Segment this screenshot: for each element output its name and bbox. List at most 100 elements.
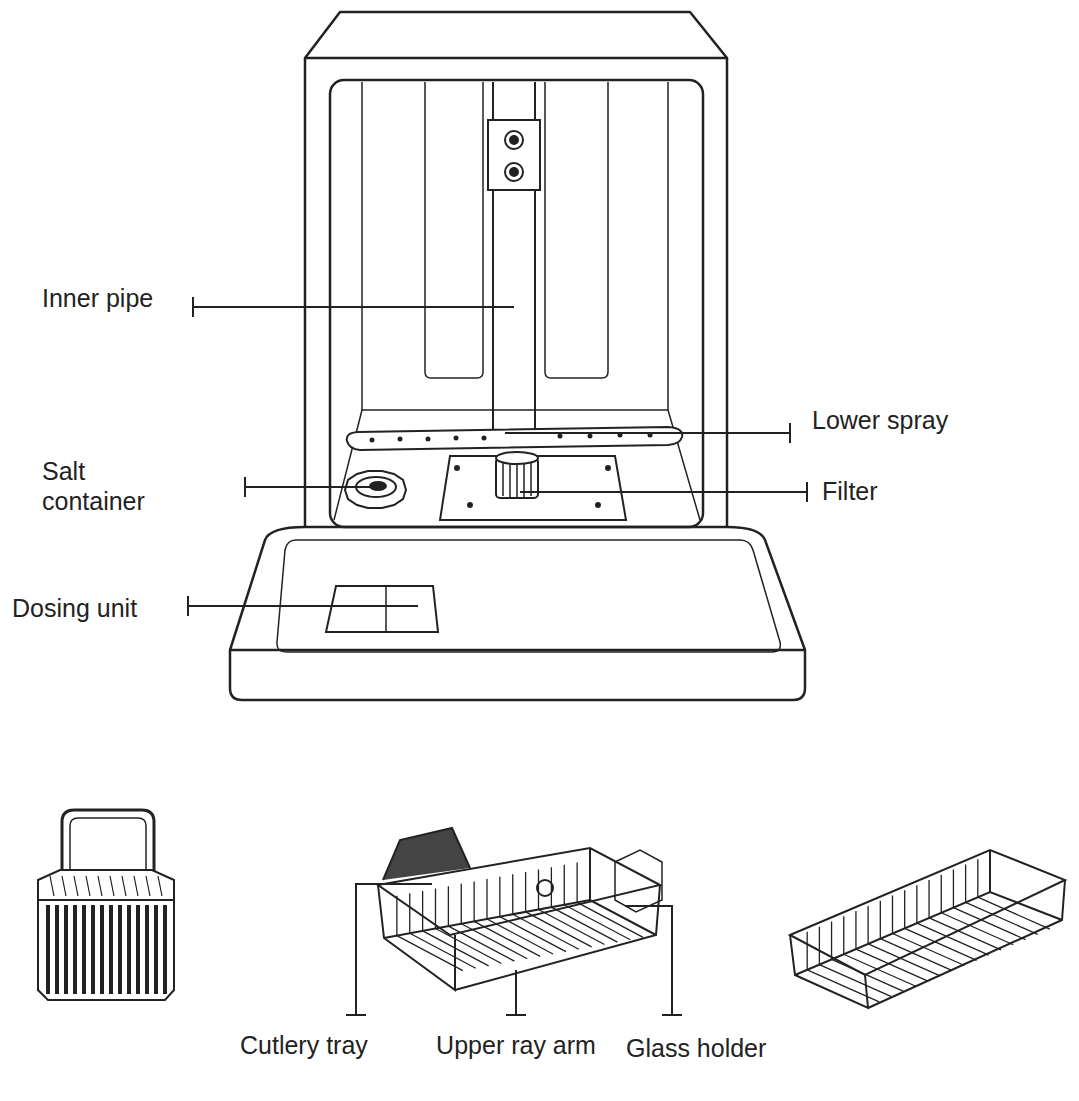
upper-basket xyxy=(383,828,470,880)
basket-grid xyxy=(98,876,102,896)
basket-slot xyxy=(82,905,86,994)
basket-wire xyxy=(461,884,527,959)
basket-slot xyxy=(109,905,113,994)
part-label: Upper ray arm xyxy=(436,1030,596,1060)
basket-wire xyxy=(978,859,1050,929)
inner-pipe xyxy=(488,120,540,190)
dishwasher-cabinet xyxy=(362,82,668,410)
basket-wire xyxy=(487,879,553,954)
dishwasher-cabinet xyxy=(305,12,727,527)
salt-container-cap xyxy=(345,471,406,508)
filter-assembly xyxy=(596,503,600,507)
part-label: Filter xyxy=(822,476,962,506)
filter-assembly xyxy=(440,456,626,520)
part-label: Glass holder xyxy=(626,1033,826,1063)
dishwasher-cabinet xyxy=(305,12,727,58)
lower-spray-arm xyxy=(426,437,431,442)
part-label: Cutlery tray xyxy=(240,1030,430,1060)
basket-grid xyxy=(50,876,54,896)
basket-wire xyxy=(513,874,579,949)
upper-basket xyxy=(537,880,553,896)
basket-slot xyxy=(91,905,95,994)
basket-wire xyxy=(526,872,592,947)
basket-grid xyxy=(74,876,78,896)
basket-slot xyxy=(127,905,131,994)
basket-wire xyxy=(397,896,463,971)
basket-grid xyxy=(86,876,90,896)
lower-basket xyxy=(795,850,1062,975)
dishwasher-door xyxy=(230,527,805,700)
inner-pipe xyxy=(510,136,518,144)
basket-wire xyxy=(436,889,502,964)
dishwasher-cabinet xyxy=(545,82,608,378)
salt-container-cap xyxy=(345,471,406,508)
basket-grid xyxy=(146,876,150,896)
inner-pipe xyxy=(505,131,523,149)
basket-grid xyxy=(134,876,138,896)
inner-pipe xyxy=(510,168,518,176)
dishwasher-cabinet xyxy=(425,82,483,378)
leader-lines xyxy=(346,884,432,1015)
part-label: Inner pipe xyxy=(42,283,202,313)
basket-slot xyxy=(163,905,167,994)
basket-wire xyxy=(474,881,540,956)
basket-slot xyxy=(145,905,149,994)
lower-spray-arm xyxy=(398,437,403,442)
basket-wire xyxy=(551,867,617,942)
dishwasher-door xyxy=(277,540,780,652)
basket-slot xyxy=(100,905,104,994)
part-label: Salt container xyxy=(42,456,182,516)
basket-grid xyxy=(62,876,66,896)
part-label: Dosing unit xyxy=(12,593,202,623)
basket-slot xyxy=(154,905,158,994)
dosing-unit xyxy=(385,586,387,632)
basket-wire xyxy=(577,862,643,937)
filter-assembly xyxy=(468,503,472,507)
dishwasher-cabinet xyxy=(330,80,703,527)
dishwasher-door xyxy=(230,527,805,700)
lower-spray-arm xyxy=(454,436,459,441)
basket-wire xyxy=(410,893,476,968)
dishwasher-door xyxy=(230,649,805,652)
cutlery-basket xyxy=(38,870,174,1000)
dosing-unit xyxy=(326,586,438,632)
basket-slot xyxy=(136,905,140,994)
filter-assembly xyxy=(606,466,610,470)
basket-slot xyxy=(73,905,77,994)
leader-lines xyxy=(188,297,807,1015)
lower-spray-arm xyxy=(482,436,487,441)
lower-basket xyxy=(790,880,1065,1008)
part-label: Lower spray xyxy=(812,405,1032,435)
dishwasher-cabinet xyxy=(334,410,700,520)
leader-lines xyxy=(505,423,790,443)
basket-grid xyxy=(122,876,126,896)
basket-grid xyxy=(110,876,114,896)
leader-lines xyxy=(520,482,807,502)
dishwasher-cabinet xyxy=(305,58,727,527)
upper-basket xyxy=(615,850,662,912)
basket-wire xyxy=(564,865,630,940)
cutlery-basket xyxy=(38,880,174,900)
leader-lines xyxy=(245,477,380,497)
basket-wire xyxy=(448,886,514,961)
basket-slot xyxy=(64,905,68,994)
leader-lines xyxy=(188,596,418,616)
basket-slot xyxy=(55,905,59,994)
basket-wire xyxy=(500,877,566,952)
basket-wire xyxy=(953,870,1025,940)
basket-grid xyxy=(158,876,162,896)
lower-spray-arm xyxy=(588,434,593,439)
filter-assembly xyxy=(440,452,626,520)
lower-spray-arm xyxy=(558,434,563,439)
dosing-unit xyxy=(326,586,438,632)
lower-spray-arm xyxy=(347,427,682,450)
basket-wire xyxy=(966,864,1038,934)
basket-wire xyxy=(539,870,605,945)
upper-basket xyxy=(378,828,662,990)
inner-pipe xyxy=(505,163,523,181)
cutlery-basket xyxy=(38,810,174,1000)
inner-pipe xyxy=(488,82,540,432)
basket-wire xyxy=(423,891,489,966)
leader-lines xyxy=(193,297,514,317)
